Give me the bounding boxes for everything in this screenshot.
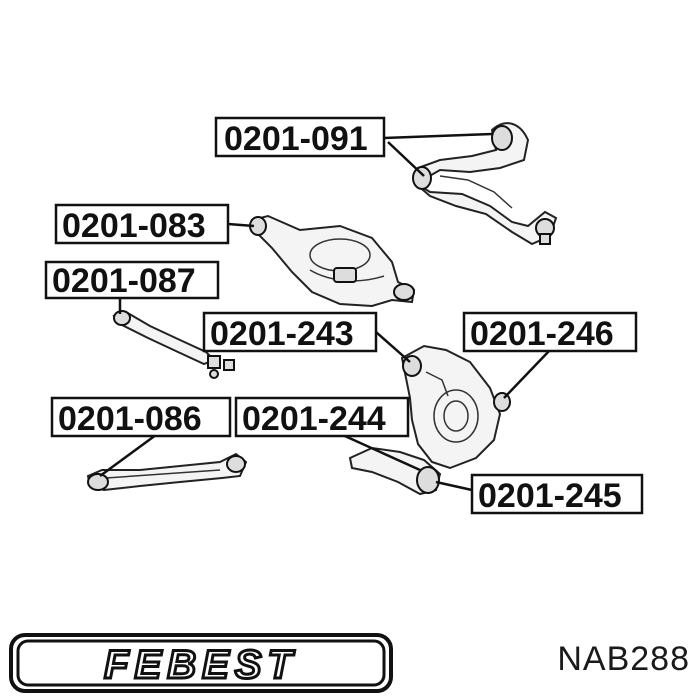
svg-text:0201-091: 0201-091 <box>224 120 368 158</box>
upper-control-arm-illustration <box>412 122 558 246</box>
svg-text:0201-245: 0201-245 <box>478 477 622 515</box>
callout-0201-245: 0201-245 <box>470 473 644 515</box>
svg-text:0201-246: 0201-246 <box>470 315 614 353</box>
svg-text:0201-087: 0201-087 <box>52 262 196 300</box>
toe-link-illustration <box>112 310 235 379</box>
callout-0201-246: 0201-246 <box>462 311 638 353</box>
callout-0201-243: 0201-243 <box>202 311 378 353</box>
callout-0201-091: 0201-091 <box>214 116 386 158</box>
febest-logo: FEBEST <box>9 633 393 693</box>
svg-text:0201-243: 0201-243 <box>210 315 354 353</box>
febest-logo-text: FEBEST <box>104 643 298 687</box>
lower-link-illustration <box>348 446 442 496</box>
callout-0201-244: 0201-244 <box>234 396 410 438</box>
svg-text:0201-244: 0201-244 <box>242 400 386 438</box>
trailing-arm-illustration <box>86 452 248 492</box>
svg-text:0201-086: 0201-086 <box>58 400 202 438</box>
knuckle-illustration <box>400 344 511 470</box>
lower-control-arm-illustration <box>249 214 416 308</box>
leader-lines <box>99 132 551 492</box>
callout-0201-086: 0201-086 <box>50 396 232 438</box>
callout-0201-087: 0201-087 <box>44 260 220 300</box>
callout-0201-083: 0201-083 <box>54 203 230 245</box>
svg-text:0201-083: 0201-083 <box>62 207 206 245</box>
article-code: NAB288 <box>557 640 690 678</box>
